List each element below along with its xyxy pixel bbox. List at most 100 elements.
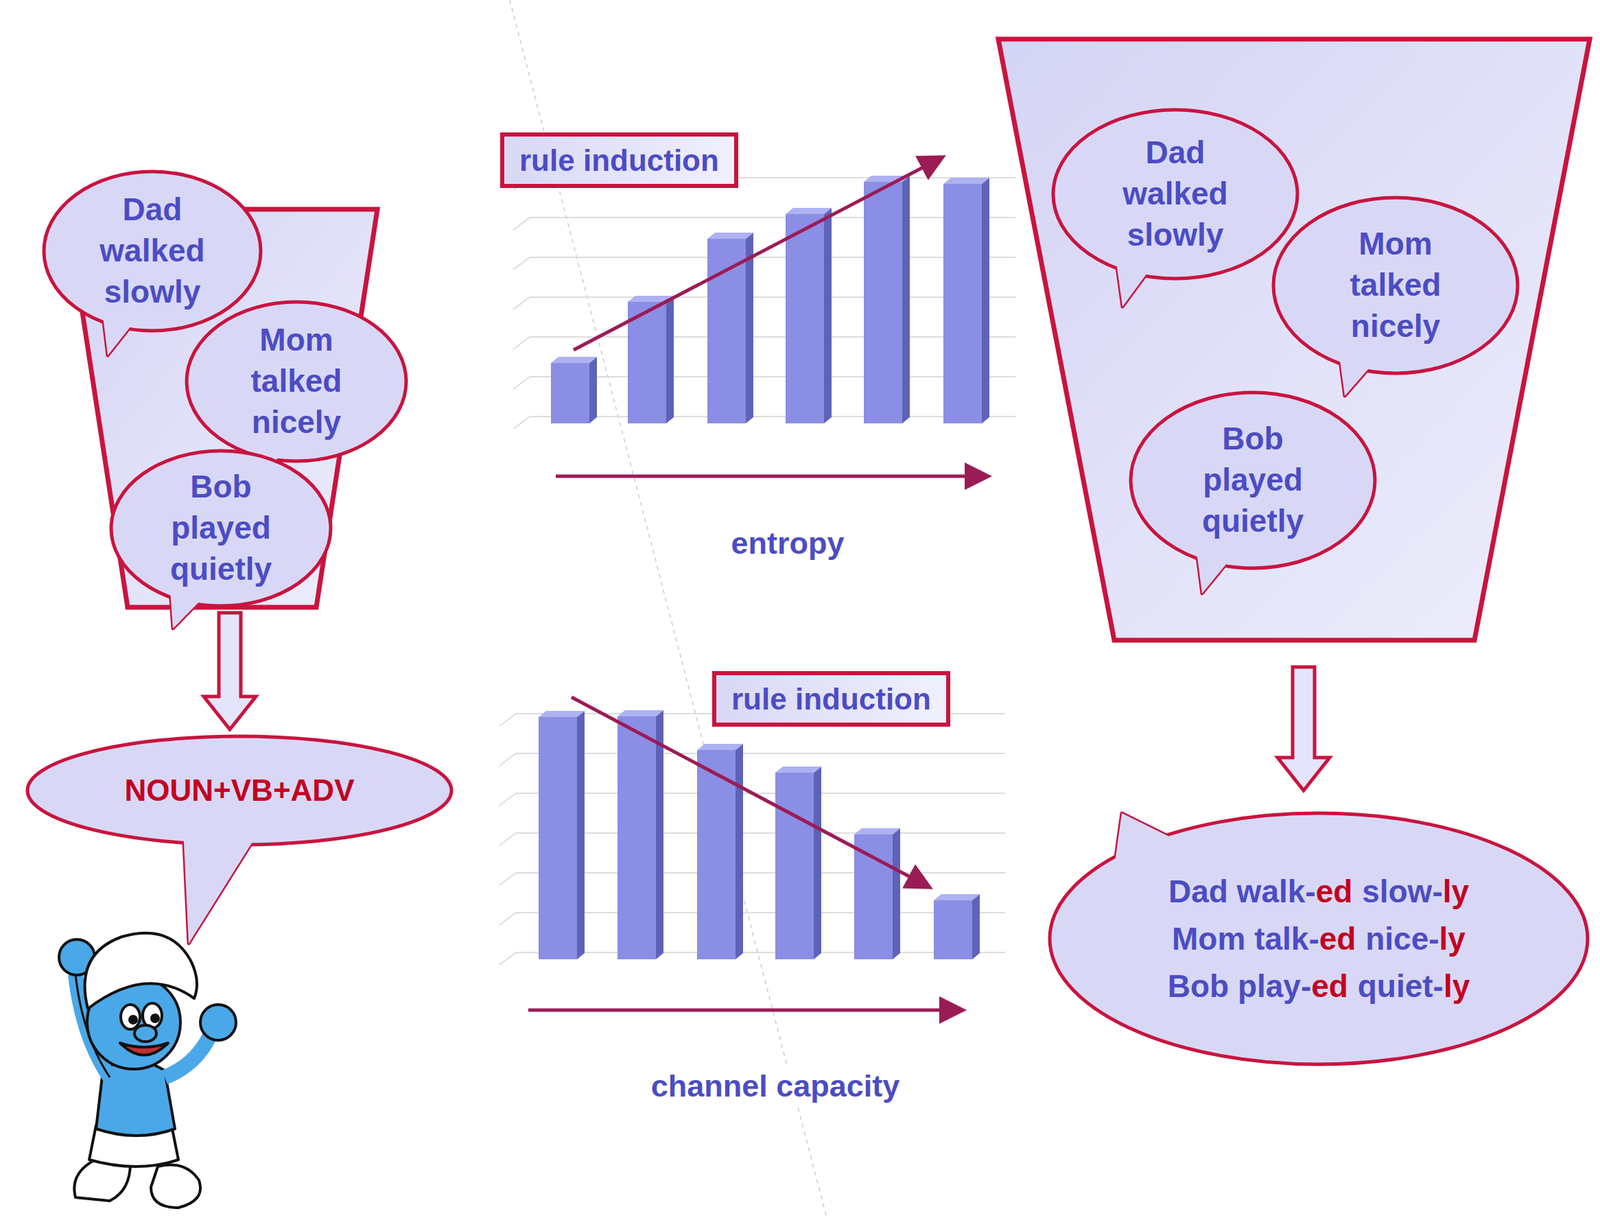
grid-line xyxy=(515,951,1006,954)
bubble-text: Dad walk-edslow-lyMom talk-ednice-lyBob … xyxy=(1167,867,1471,1010)
grid-line xyxy=(515,832,1006,834)
box-label: rule induction xyxy=(519,140,720,180)
grid-line xyxy=(515,911,1006,914)
bubble-label: Dad walked slowly xyxy=(1106,132,1244,256)
bar xyxy=(933,900,973,960)
bar-side xyxy=(981,177,990,424)
speech-bubble: Mom talked nicely xyxy=(1271,195,1520,376)
rule-box: rule induction xyxy=(712,671,951,727)
grid-line xyxy=(499,872,516,886)
grid-line xyxy=(499,912,516,925)
bubble-content: Dad walked slowly xyxy=(1051,107,1300,281)
text-line: Dad walk-edslow-ly xyxy=(1167,867,1471,916)
bubble-tail-fill xyxy=(1112,813,1182,877)
grid-line xyxy=(529,415,1016,418)
bubble-body xyxy=(1273,197,1518,374)
rule-box: rule induction xyxy=(500,132,739,188)
bubble-body xyxy=(27,736,452,845)
axis-label: entropy xyxy=(725,524,850,562)
bar-charts xyxy=(499,175,1016,965)
funnel xyxy=(998,39,1590,641)
speech-bubble: Mom talked nicely xyxy=(184,299,409,464)
text-line: Mom talk-ednice-ly xyxy=(1167,915,1471,963)
bubble-tail-fill xyxy=(183,828,255,944)
bubble-text: Dad walked slowly xyxy=(1106,132,1244,256)
suffix: ed xyxy=(1311,968,1349,1004)
speech-bubble: Dad walk-edslow-lyMom talk-ednice-lyBob … xyxy=(1047,810,1590,1067)
bubble-body xyxy=(111,450,331,606)
bar xyxy=(785,214,825,424)
word-stem: Mom talk- xyxy=(1171,920,1320,957)
grid-line xyxy=(499,832,516,846)
bar-top xyxy=(617,710,664,717)
hollow-arrow xyxy=(1277,666,1330,791)
bubble-body xyxy=(186,301,407,462)
word-stem: slow- xyxy=(1361,873,1443,910)
bubble-label: Dad walked slowly xyxy=(83,189,221,313)
axis-arrow xyxy=(555,474,986,479)
bar xyxy=(707,238,746,424)
grid-line xyxy=(499,793,516,806)
text-line: Bob play-edquiet-ly xyxy=(1167,962,1471,1010)
bubble-label: Bob played quietly xyxy=(1184,418,1322,542)
word-stem: quiet- xyxy=(1357,968,1444,1004)
bubble-text: NOUN+VB+ADV xyxy=(45,770,433,810)
axis-arrow xyxy=(528,1008,960,1013)
bar xyxy=(550,362,590,424)
bar-top xyxy=(933,893,980,901)
bubble-tail-fill xyxy=(169,579,208,629)
bar-side xyxy=(655,710,664,960)
bubble-content: Mom talked nicely xyxy=(1271,195,1520,376)
speech-bubble: Bob played quietly xyxy=(1128,390,1378,571)
grid-line xyxy=(513,257,530,270)
bubble-content: Dad walked slowly xyxy=(41,169,263,333)
bubble-text: Mom talked nicely xyxy=(1326,223,1465,347)
grid-line xyxy=(513,336,530,350)
bar xyxy=(854,834,893,960)
bubble-body xyxy=(43,171,261,331)
bubble-text: Mom talked nicely xyxy=(227,319,366,443)
bar xyxy=(538,716,578,960)
suffix: ed xyxy=(1315,873,1354,910)
grid-line xyxy=(513,217,530,230)
bar-top xyxy=(550,356,597,363)
speech-bubble: Dad walked slowly xyxy=(1051,107,1300,281)
grid-line xyxy=(499,753,516,766)
grid-line xyxy=(499,952,516,965)
bubble-text: Bob played quietly xyxy=(1184,418,1322,542)
bar-top xyxy=(697,743,744,750)
bar-side xyxy=(589,356,597,424)
grid-line xyxy=(515,792,1006,794)
grid-line xyxy=(529,296,1016,298)
speech-bubble: NOUN+VB+ADV xyxy=(25,734,454,847)
bar-side xyxy=(902,175,910,424)
suffix: ly xyxy=(1442,873,1469,910)
bubble-body xyxy=(1053,109,1298,279)
bar-side xyxy=(972,893,980,960)
word-stem: Bob play- xyxy=(1167,968,1312,1004)
bubble-tail-fill xyxy=(1194,535,1236,594)
bubble-label: Mom talked nicely xyxy=(227,319,366,443)
bar xyxy=(863,181,903,424)
bar xyxy=(943,183,982,424)
grid-line xyxy=(513,416,530,429)
grid-line xyxy=(529,216,1016,219)
bubble-tail xyxy=(183,828,255,944)
bubble-label: Bob played quietly xyxy=(152,466,290,590)
grid-line xyxy=(529,256,1016,258)
bar xyxy=(617,716,656,960)
suffix: ed xyxy=(1319,920,1357,957)
speech-bubble: Bob played quietly xyxy=(109,448,333,608)
suffix: ly xyxy=(1439,920,1466,957)
axis-label: channel capacity xyxy=(645,1067,906,1105)
bar-side xyxy=(735,743,744,960)
bubble-content: Dad walk-edslow-lyMom talk-ednice-lyBob … xyxy=(1047,810,1590,1067)
bar-top xyxy=(854,828,901,835)
bubble-content: NOUN+VB+ADV xyxy=(25,734,454,847)
grid-line xyxy=(515,872,1006,874)
bar-side xyxy=(892,828,901,960)
bubble-label: Mom talked nicely xyxy=(1326,223,1465,347)
speech-bubble: Dad walked slowly xyxy=(41,169,263,333)
grid-line xyxy=(529,375,1016,378)
